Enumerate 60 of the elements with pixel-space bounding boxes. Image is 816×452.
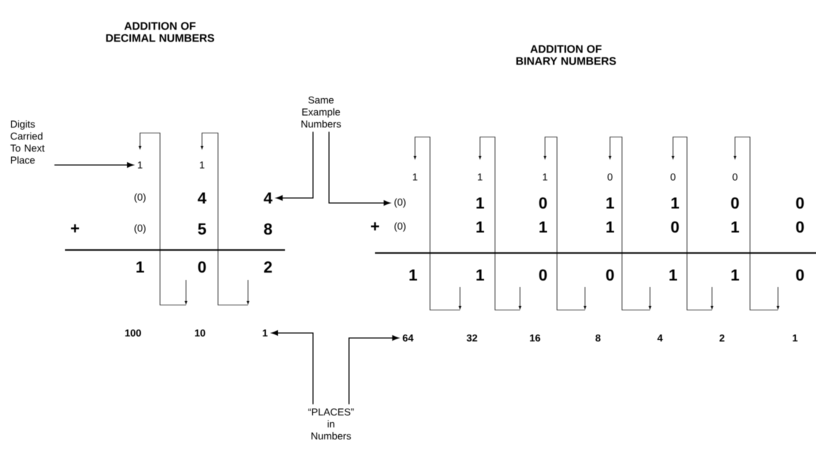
place-value: 32 — [466, 334, 478, 342]
digit: 0 — [796, 269, 804, 281]
digit: 1 — [606, 222, 614, 232]
digit: 4 — [264, 192, 272, 204]
digit: 1 — [670, 270, 677, 280]
digit: 0 — [796, 197, 804, 209]
digit: 1 — [476, 222, 484, 232]
carry-digit: 1 — [200, 162, 204, 168]
digit: 0 — [198, 261, 206, 273]
place-value: 1 — [262, 330, 268, 336]
arrow — [276, 131, 314, 201]
digit: 2 — [264, 261, 272, 273]
place-value: 64 — [402, 334, 414, 342]
digit: 1 — [136, 262, 144, 272]
digit: 8 — [264, 223, 272, 235]
digit: 1 — [476, 198, 484, 208]
annotation-text: “PLACES” in Numbers — [308, 408, 354, 440]
digit: 1 — [476, 270, 484, 280]
carry-digit: 0 — [670, 173, 676, 181]
heading: ADDITION OF BINARY NUMBERS — [516, 45, 616, 65]
carry-digit: 0 — [732, 173, 738, 181]
plus-sign: + — [371, 222, 380, 230]
plus-sign: + — [71, 224, 80, 232]
arrow — [348, 335, 399, 405]
annotation-text: Same Example Numbers — [302, 96, 341, 128]
digit: 1 — [410, 270, 417, 280]
digit: (0) — [394, 198, 406, 208]
digit: 5 — [198, 223, 206, 235]
digit: 4 — [198, 192, 206, 204]
digit: 0 — [606, 269, 614, 281]
place-value: 16 — [530, 334, 540, 342]
carry-digit: 1 — [138, 162, 142, 168]
arrow — [272, 330, 314, 405]
arrow — [54, 162, 134, 168]
arrow — [328, 131, 390, 206]
annotation-text: Digits Carried To Next Place — [10, 120, 45, 164]
digit: (0) — [134, 193, 146, 203]
digit: (0) — [394, 222, 406, 232]
carry-digit: 0 — [608, 173, 612, 181]
place-value: 4 — [657, 334, 663, 342]
digit: 1 — [672, 198, 679, 208]
place-value: 100 — [125, 329, 141, 337]
digit: 1 — [606, 198, 614, 208]
carry-digit: 1 — [478, 174, 482, 180]
digit: 0 — [539, 269, 547, 281]
digit: (0) — [134, 224, 146, 234]
digit: 0 — [731, 197, 739, 209]
digit: 1 — [540, 222, 547, 232]
digit: 0 — [539, 197, 547, 209]
digit: 0 — [671, 221, 679, 233]
place-value: 8 — [596, 334, 600, 342]
digit: 1 — [732, 270, 739, 280]
place-value: 1 — [792, 334, 798, 342]
carry-digit: 1 — [543, 174, 548, 180]
place-value: 2 — [720, 334, 724, 342]
carry-digit: 1 — [413, 174, 418, 180]
digit: 1 — [732, 222, 739, 232]
place-value: 10 — [195, 329, 206, 337]
digit: 0 — [796, 221, 804, 233]
heading: ADDITION OF DECIMAL NUMBERS — [106, 22, 214, 42]
